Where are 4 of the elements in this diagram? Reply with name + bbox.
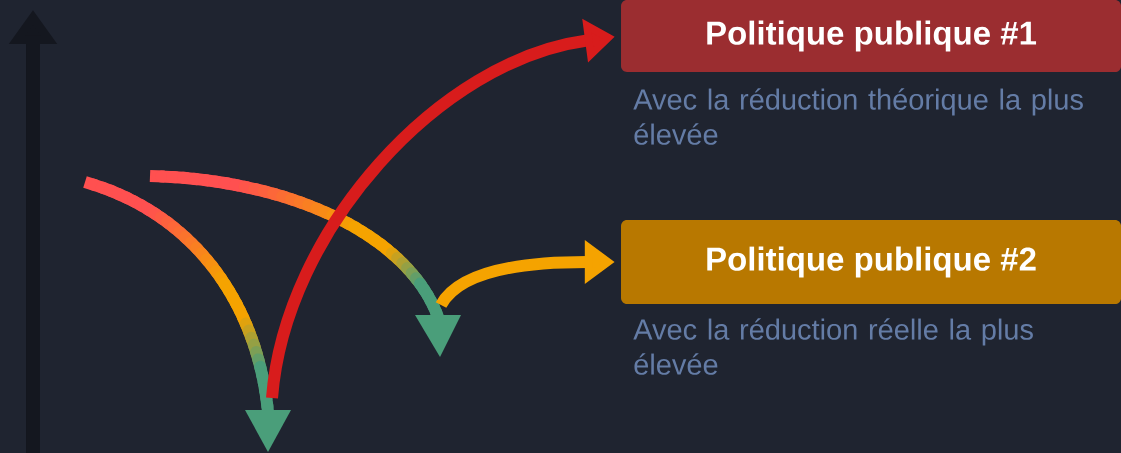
title-box: Politique publique #1	[621, 0, 1121, 72]
description-text: Avec la réduction réelle la plus élevée	[633, 318, 1033, 375]
title-box: Politique publique #2	[621, 220, 1121, 304]
description-text: Avec la réduction théorique la plus élevée	[633, 88, 1083, 145]
